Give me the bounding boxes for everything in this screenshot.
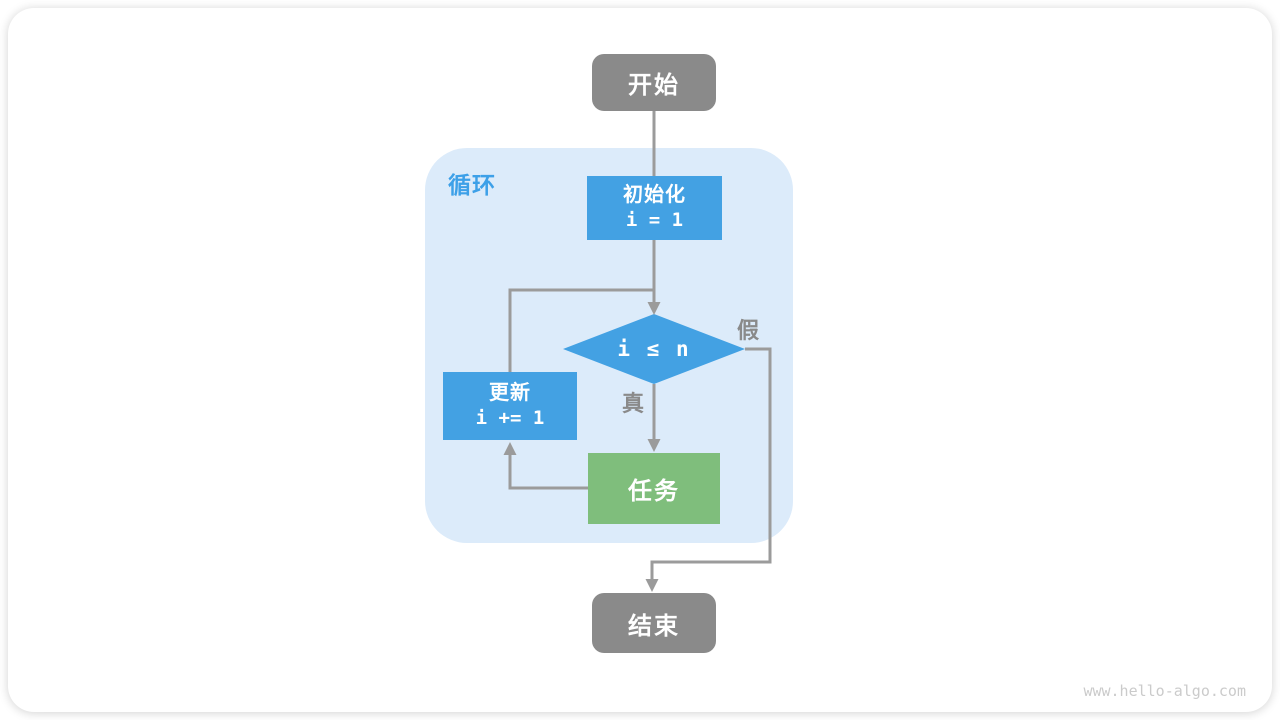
end-node-label: 结束 [628, 612, 680, 640]
arrowhead-end-top [645, 579, 659, 592]
edge-update-to-mainline [508, 288, 654, 372]
false-branch-label: 假 [737, 318, 760, 343]
task-node: 任务 [588, 453, 720, 524]
init-node-title: 初始化 [623, 183, 686, 206]
update-node-code: i += 1 [475, 406, 545, 429]
update-node: 更新 i += 1 [443, 372, 577, 440]
true-branch-label: 真 [621, 391, 644, 416]
task-node-label: 任务 [628, 478, 680, 505]
arrowhead-task-top [647, 439, 661, 452]
edge-condition-to-end [650, 347, 772, 580]
edge-task-to-update [508, 455, 588, 490]
condition-node: i ≤ n [563, 314, 745, 384]
condition-node-code: i ≤ n [617, 337, 691, 361]
loop-label: 循环 [448, 172, 496, 198]
end-node: 结束 [592, 593, 716, 653]
condition-diamond-shape [563, 314, 745, 384]
arrowhead-update-bottom [503, 442, 517, 455]
start-node: 开始 [592, 54, 716, 111]
init-node: 初始化 i = 1 [587, 176, 722, 240]
update-node-title: 更新 [489, 381, 531, 404]
watermark: www.hello-algo.com [1083, 682, 1246, 700]
start-node-label: 开始 [628, 72, 680, 99]
init-node-code: i = 1 [625, 208, 684, 231]
arrowhead-condition-top [647, 302, 661, 315]
